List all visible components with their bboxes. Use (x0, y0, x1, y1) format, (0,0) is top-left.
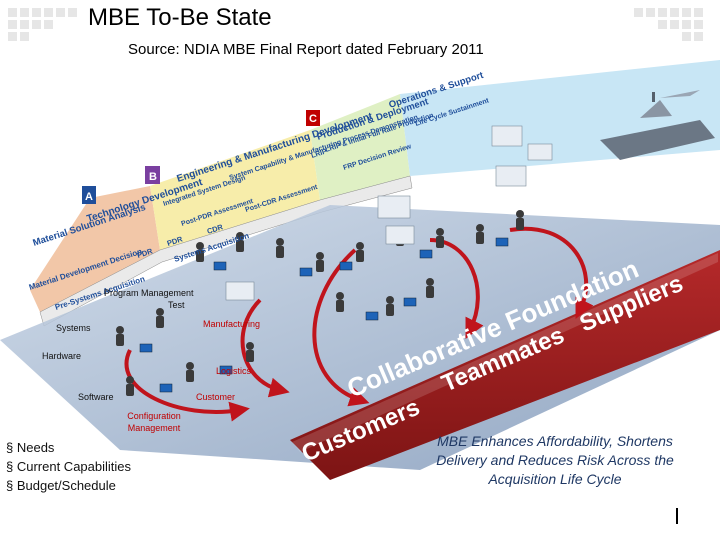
bullet-item: § Current Capabilities (6, 459, 132, 474)
acquisition-strip (39, 175, 413, 327)
role-software: Software (78, 392, 114, 402)
role-hardware: Hardware (42, 351, 82, 361)
role-systems: Systems (56, 323, 91, 333)
stage-c-ribbon (310, 94, 410, 200)
bullet-list: § Needs § Current Capabilities § Budget/… (6, 438, 131, 495)
role-program-management: Program Management (104, 288, 194, 298)
tagline: MBE Enhances Affordability, Shortens Del… (436, 433, 674, 487)
role-configuration-management: Configuration Management (127, 411, 181, 433)
phase-c-marker (306, 110, 320, 126)
role-manufacturing: Manufacturing (203, 319, 261, 329)
stage-b-ribbon (150, 130, 320, 250)
foundation-band (290, 250, 720, 480)
role-logistics: Logistics (216, 366, 252, 376)
phase-b-letter: B (149, 171, 157, 183)
role-test: Test (168, 300, 185, 310)
review-lrip: LRIP (310, 148, 328, 160)
phase-b-marker (145, 166, 160, 184)
ship-image (600, 90, 715, 160)
phase-a-letter: A (85, 191, 93, 203)
phase-c-letter: C (309, 113, 317, 125)
role-customer: Customer (196, 392, 236, 402)
phase-markers (82, 110, 320, 204)
page-title: MBE To-Be State (88, 4, 272, 31)
phase-a-marker (82, 186, 96, 204)
stage-d-ribbon (400, 60, 720, 176)
source-citation: Source: NDIA MBE Final Report dated Febr… (128, 41, 484, 58)
stage-a-ribbon (30, 186, 160, 312)
bullet-item: § Budget/Schedule (6, 478, 116, 493)
stage-ribbons (30, 60, 720, 327)
model-thumbnails (225, 125, 553, 301)
work-floor (0, 205, 720, 470)
bullet-item: § Needs (6, 440, 55, 455)
people-cluster (116, 210, 524, 396)
text-cursor (676, 508, 678, 524)
cycle-arrows (124, 226, 594, 422)
